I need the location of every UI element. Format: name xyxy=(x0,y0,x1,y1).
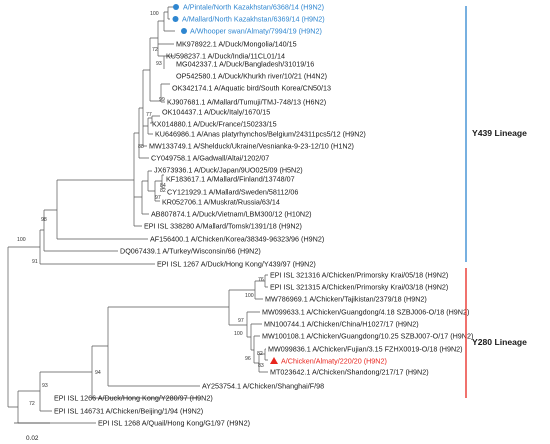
branch-clade-modern xyxy=(228,289,255,326)
branch-clade-top-three xyxy=(163,6,176,32)
branch-clade-mongolia-india xyxy=(157,20,174,57)
leaf-label: JX673936.1 A/Duck/Japan/9UO025/09 (H5N2) xyxy=(154,166,303,175)
blue-circle-marker xyxy=(172,16,179,22)
bootstrap-value: 100 xyxy=(150,11,159,17)
bootstrap-value: 83 xyxy=(258,363,264,369)
leaf-label: MK978922.1 A/Duck/Mongolia/140/15 xyxy=(176,40,297,49)
bootstrap-value: 93 xyxy=(42,383,48,389)
bootstrap-value: 82 xyxy=(257,351,263,357)
leaf-label: EPI ISL 338280 A/Mallard/Tomsk/1391/18 (… xyxy=(144,222,302,231)
branch-clade-china xyxy=(250,323,262,351)
leaf-label: MW100108.1 A/Chicken/Guangdong/10.25 SZB… xyxy=(262,332,473,341)
bootstrap-value: 84 xyxy=(160,183,166,189)
leaf-label: A/Pintale/North Kazakhstan/6368/14 (H9N2… xyxy=(183,3,324,12)
leaf-labels: A/Pintale/North Kazakhstan/6368/14 (H9N2… xyxy=(54,3,473,428)
leaf-label: MW099633.1 A/Chicken/Guangdong/4.18 SZBJ… xyxy=(262,308,469,317)
leaf-label: KF183617.1 A/Mallard/Finland/13748/07 xyxy=(166,175,295,184)
leaf-label: MG042337.1 A/Duck/Bangladesh/31019/16 xyxy=(176,60,314,69)
blue-circle-marker xyxy=(181,28,187,34)
leaf-label: AB807874.1 A/Duck/Vietnam/LBM300/12 (H10… xyxy=(151,210,311,219)
leaf-label: MT023642.1 A/Chicken/Shandong/217/17 (H9… xyxy=(270,368,429,377)
branch-clade-mid xyxy=(149,37,161,102)
leaf-label: OP542580.1 A/Duck/Khurkh river/10/21 (H4… xyxy=(176,72,327,81)
bootstrap-value: 96 xyxy=(245,356,251,362)
y280-lineage-label: Y280 Lineage xyxy=(472,337,527,347)
leaf-label: EPI ISL 321316 A/Chicken/Primorsky Krai/… xyxy=(270,271,448,280)
leaf-label: MN100744.1 A/Chicken/China/H1027/17 (H9N… xyxy=(264,320,419,329)
leaf-label: A/Chicken/Almaty/220/20 (H9N2) xyxy=(281,357,387,366)
branch-clade-primorsky xyxy=(264,274,268,288)
bootstrap-value: 100 xyxy=(17,237,26,243)
leaf-label: KU646986.1 A/Anas platyrhynchos/Belgium/… xyxy=(155,130,366,139)
leaf-label: MW099836.1 A/Chicken/Fujian/3.15 FZHX001… xyxy=(268,345,463,354)
branch-clade-tomsk xyxy=(133,132,142,227)
branch-clade-fujian-almaty xyxy=(264,348,268,361)
leaf-label: EPI ISL 1268 A/Quail/Hong Kong/G1/97 (H9… xyxy=(98,419,250,428)
bootstrap-value: 77 xyxy=(146,112,152,118)
blue-circle-marker xyxy=(173,4,179,10)
leaf-label: OK104437.1 A/Duck/Italy/1670/15 xyxy=(162,108,270,117)
lineage-annotations: Y439 Lineage Y280 Lineage xyxy=(465,6,527,398)
y439-lineage-label: Y439 Lineage xyxy=(472,128,527,138)
bootstrap-value: 76 xyxy=(258,277,264,283)
leaf-label: EPI ISL 146731 A/Chicken/Beijing/1/94 (H… xyxy=(54,407,203,416)
leaf-label: KU598237.1 A/Duck/India/11CL01/14 xyxy=(166,52,285,61)
branch-root xyxy=(7,246,40,408)
bootstrap-value: 97 xyxy=(155,195,161,201)
bootstrap-value: 99 xyxy=(159,97,165,103)
bootstrap-value: 100 xyxy=(245,293,254,299)
branch-clade-vietnam xyxy=(141,180,149,215)
red-triangle-marker xyxy=(270,357,278,364)
branch-clade-shanghai xyxy=(107,306,229,387)
leaf-label: KR052706.1 A/Muskrat/Russia/63/14 xyxy=(162,198,280,207)
leaf-label: CY121929.1 A/Mallard/Sweden/58112/06 xyxy=(167,188,298,197)
leaf-label: KJ907681.1 A/Mallard/Tumuji/TMJ-748/13 (… xyxy=(167,98,326,107)
scale-bar-label: 0.02 xyxy=(26,435,39,442)
branch-clade-bangladesh-khurkh xyxy=(163,55,174,69)
leaf-label: EPI ISL 321315 A/Chicken/Primorsky Krai/… xyxy=(270,283,448,292)
bootstrap-value: 93 xyxy=(156,61,162,67)
branch-clade-tajikistan xyxy=(254,280,265,300)
leaf-label: A/Mallard/North Kazakhstan/6369/14 (H9N2… xyxy=(182,15,325,24)
branch-clade-wisconsin xyxy=(43,209,118,252)
bootstrap-value: 72 xyxy=(29,401,35,407)
bootstrap-value: 100 xyxy=(234,331,243,337)
leaf-label: CY049758.1 A/Gadwall/Altai/1202/07 xyxy=(151,154,269,163)
bootstrap-value: 82 xyxy=(160,188,166,194)
bootstrap-value: 88 xyxy=(138,144,144,150)
leaf-label: AY253754.1 A/Chicken/Shanghai/F/98 xyxy=(202,382,324,391)
leaf-label: AF156400.1 A/Chicken/Korea/38349-96323/9… xyxy=(150,235,324,244)
branch-clade-guangdong-4 xyxy=(246,311,260,338)
branch-clade-guangdong-10 xyxy=(253,335,260,364)
scale-bar: 0.02 xyxy=(14,422,50,442)
bootstrap-value: 72 xyxy=(152,47,158,53)
bootstrap-value: 94 xyxy=(95,370,101,376)
leaf-label: DQ067439.1 A/Turkey/Wisconsin/66 (H9N2) xyxy=(120,247,261,256)
leaf-label: EPI ISL 1267 A/Duck/Hong Kong/Y439/97 (H… xyxy=(157,260,316,269)
leaf-label: MW133749.1 A/Shelduck/Ukraine/Vesnianka-… xyxy=(149,142,354,151)
leaf-label: KX014880.1 A/Duck/France/150233/15 xyxy=(152,120,277,129)
bootstrap-value: 98 xyxy=(41,217,47,223)
leaf-label: MW786969.1 A/Chicken/Tajikistan/2379/18 … xyxy=(265,295,427,304)
branch-clade-beijing xyxy=(39,371,92,412)
leaf-label: A/Whooper swan/Almaty/7994/19 (H9N2) xyxy=(190,27,322,36)
branch-clade-europe xyxy=(142,69,150,147)
leaf-label: EPI ISL 1266 A/Duck/Hong Kong/Y280/97 (H… xyxy=(54,394,213,403)
leaf-label: OK342174.1 A/Aquatic bird/South Korea/CN… xyxy=(172,84,331,93)
bootstrap-values: 100 72 93 99 77 88 84 82 97 98 100 91 76… xyxy=(17,11,264,407)
highlight-markers xyxy=(172,4,278,364)
bootstrap-value: 91 xyxy=(32,259,38,265)
branch-clade-korea xyxy=(56,179,148,240)
tree-branches xyxy=(7,6,268,424)
bootstrap-value: 97 xyxy=(238,318,244,324)
branch-clade-southkorea-tumuji xyxy=(160,83,170,103)
